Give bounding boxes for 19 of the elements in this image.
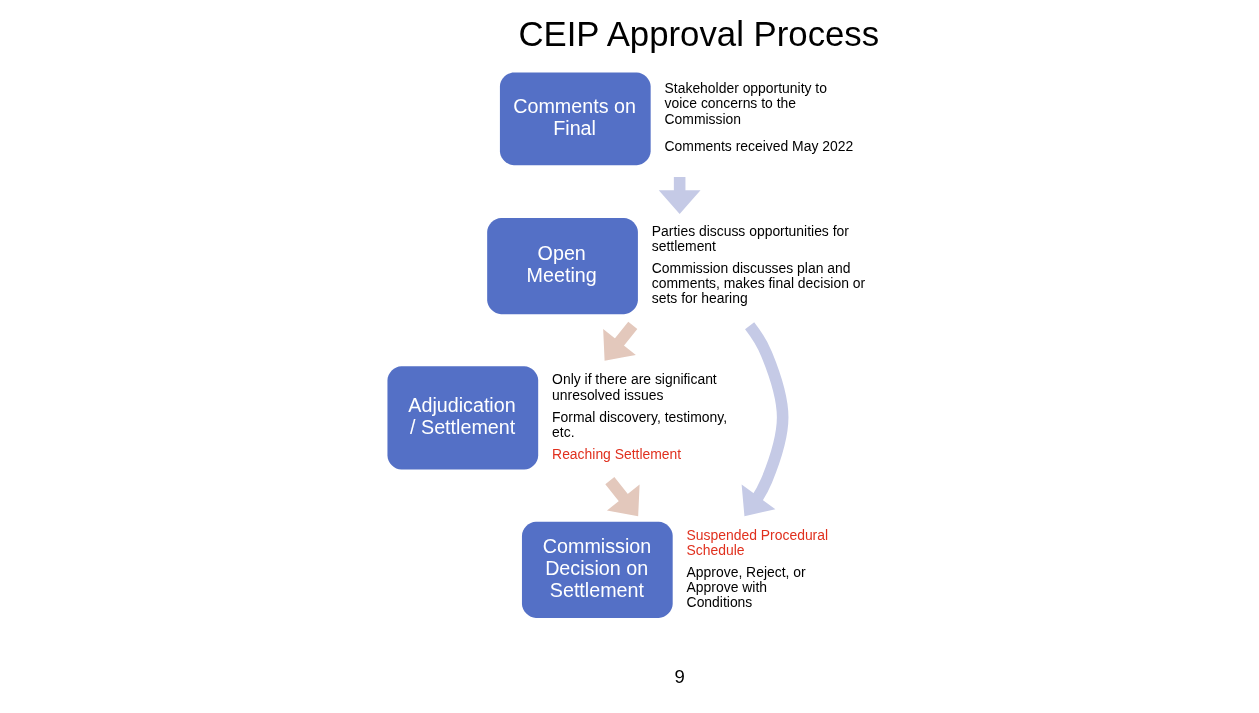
arrow [603, 321, 638, 361]
node-label: Suspended Procedural Schedule [686, 526, 829, 558]
node-label: Parties discuss opportunities for settlement [651, 223, 849, 255]
node-box: Commission Decision on Settlement [521, 521, 673, 618]
node-label: Commission discusses plan and comments, makes final decision or sets for hearing [651, 260, 866, 307]
arrow [605, 477, 640, 517]
node-box: Comments on Final [499, 72, 651, 166]
node-label: Only if there are significant unresolved issues [552, 371, 717, 403]
node-box: Adjudication/ Settlement [387, 366, 539, 470]
arrow [658, 177, 701, 215]
node-label: Stakeholder opportunity to voice concerns to the Commission [664, 80, 827, 127]
node-box: Open Meeting [487, 217, 638, 315]
node-label: Reaching Settlement [552, 445, 682, 462]
node-label: Comments received May 2022 [664, 138, 854, 155]
node-label: Formal discovery, testimony, etc. [552, 408, 728, 440]
diagram-title: CEIP Approval Process [518, 14, 880, 53]
node-label: Approve, Reject, or Approve with Conditions [686, 563, 806, 611]
label: 9 [674, 666, 685, 688]
arrow [741, 322, 789, 517]
